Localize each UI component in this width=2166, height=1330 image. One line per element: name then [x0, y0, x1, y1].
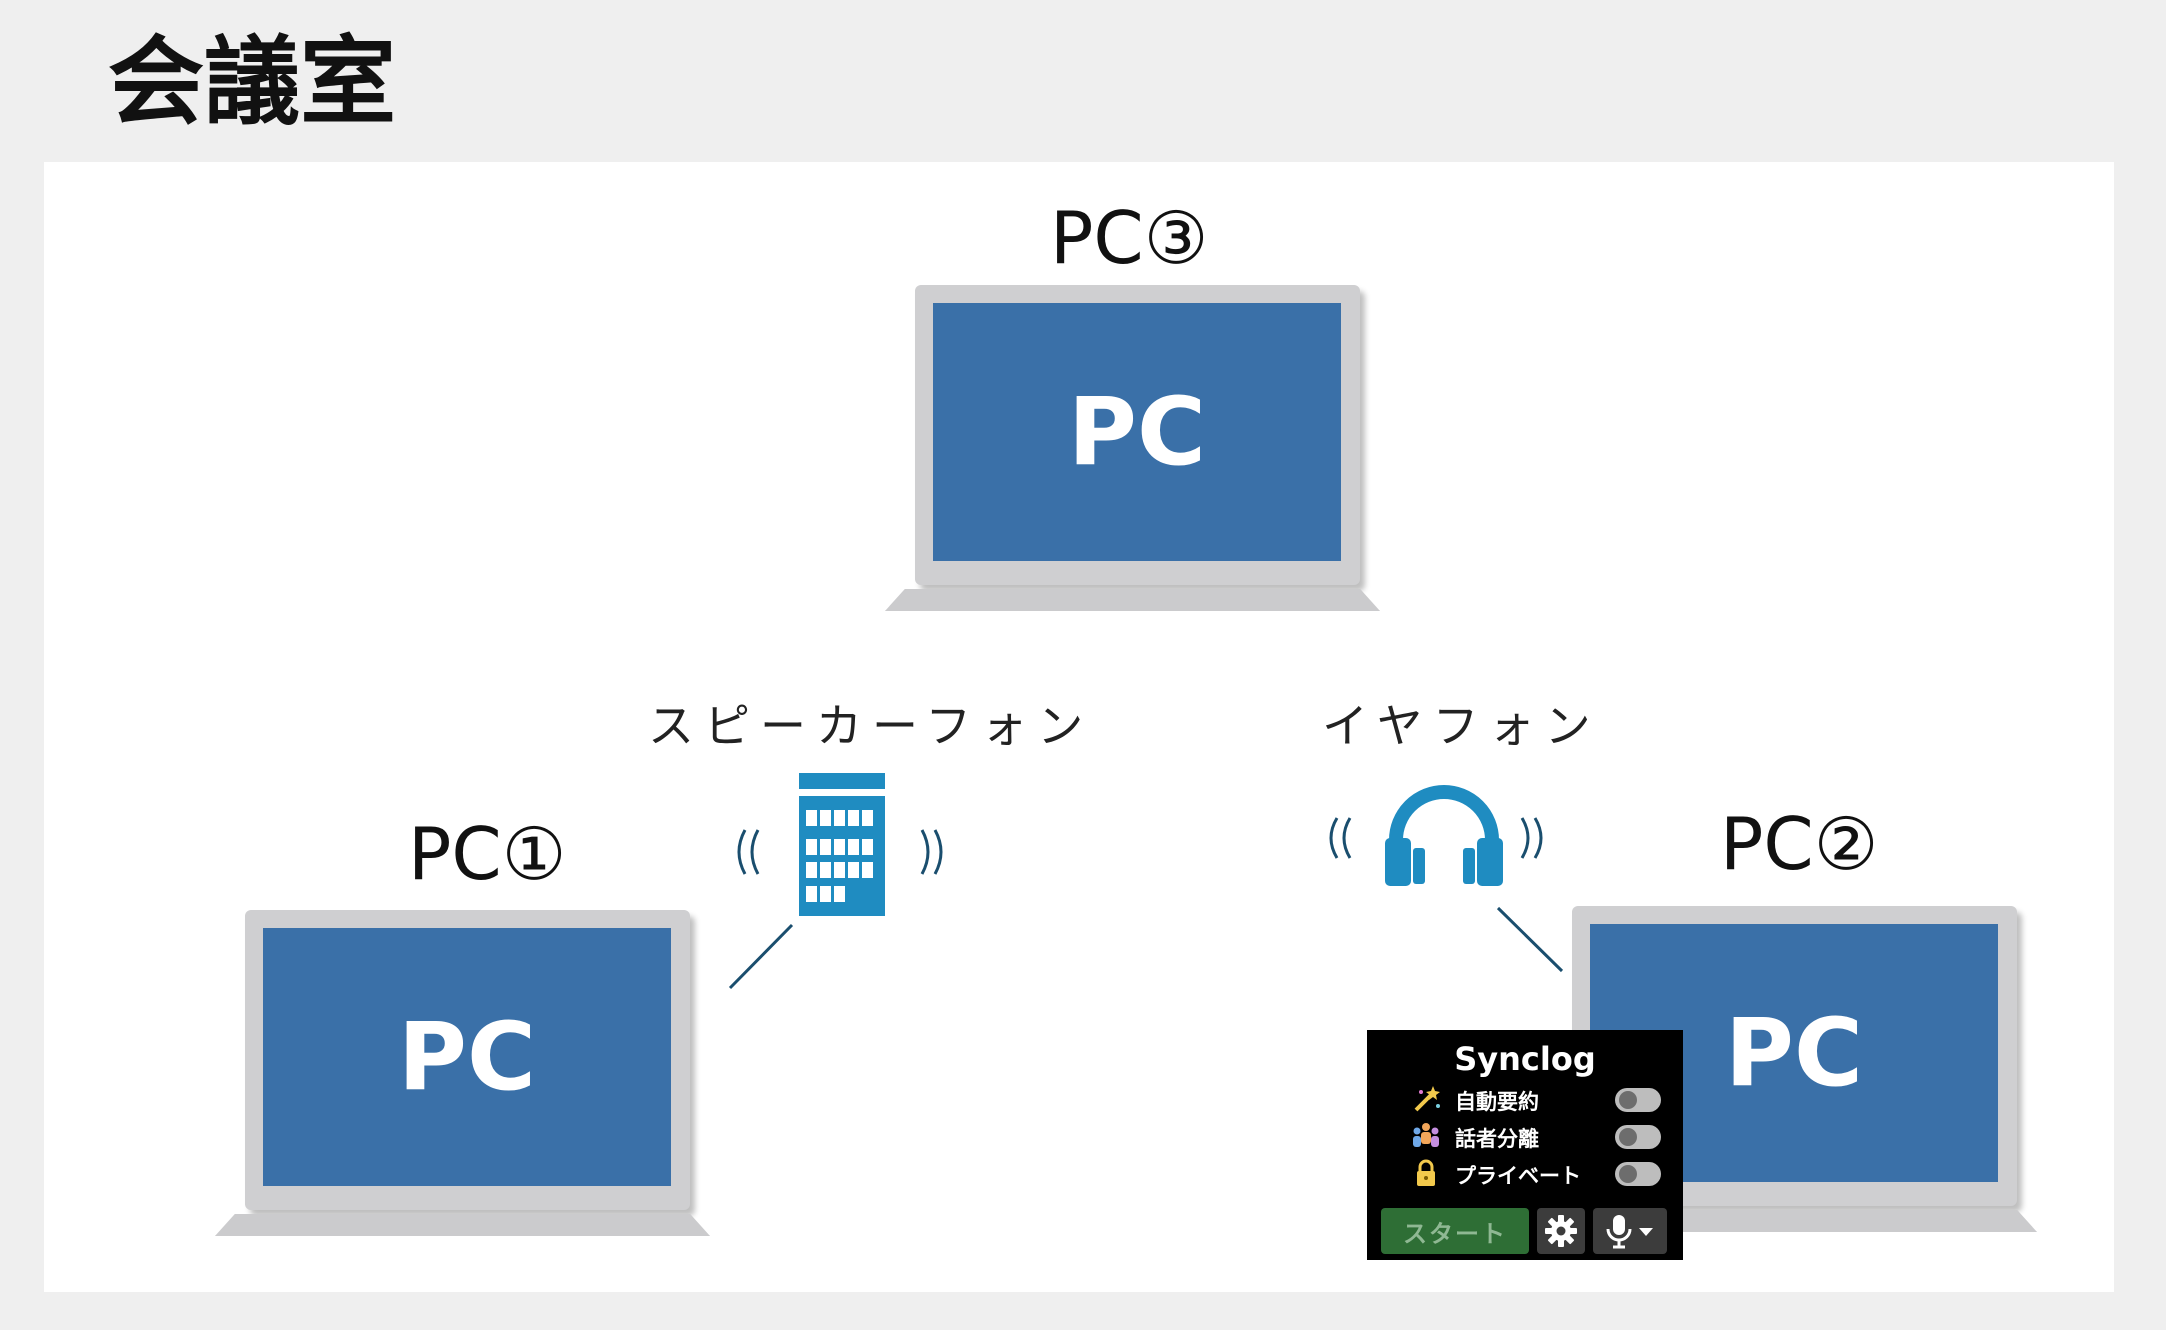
- private-toggle[interactable]: [1615, 1162, 1661, 1186]
- lock-icon: [1417, 1159, 1435, 1186]
- pc3-screen: PC: [933, 303, 1341, 561]
- synclog-widget: Synclog 自動要約 話者分離 プライベート スタート: [1367, 1030, 1683, 1260]
- settings-button[interactable]: [1537, 1208, 1585, 1254]
- toggle-knob: [1619, 1128, 1637, 1146]
- pc3-label: PC③: [1050, 196, 1209, 280]
- pc2-label: PC②: [1720, 802, 1879, 886]
- widget-title: Synclog: [1454, 1040, 1596, 1078]
- pc1-screen: PC: [263, 928, 671, 1186]
- pc1-label: PC①: [408, 812, 567, 896]
- widget-row-label: プライベート: [1455, 1164, 1581, 1188]
- pc3-laptop: PC: [885, 285, 1385, 625]
- earphone-label: イヤフォン: [1322, 699, 1601, 753]
- earphone-connector: [1496, 906, 1564, 973]
- people-icon: [1413, 1123, 1439, 1147]
- widget-row-label: 話者分離: [1455, 1127, 1539, 1151]
- pc1-laptop: PC: [215, 910, 715, 1250]
- toggle-knob: [1619, 1165, 1637, 1183]
- start-button[interactable]: スタート: [1381, 1208, 1529, 1254]
- page-title: 会議室: [108, 26, 396, 138]
- pc1-base: [215, 1214, 710, 1236]
- gear-icon: [1545, 1215, 1577, 1247]
- microphone-icon: [1606, 1215, 1653, 1249]
- speakerphone-icon: [799, 773, 885, 916]
- toggle-knob: [1619, 1091, 1637, 1109]
- diarization-toggle[interactable]: [1615, 1125, 1661, 1149]
- speakerphone-label: スピーカーフォン: [648, 699, 1094, 753]
- widget-row-private: プライベート: [1411, 1156, 1661, 1190]
- speakerphone-sound-waves: [737, 829, 943, 875]
- speakerphone-connector: [728, 923, 794, 990]
- magic-wand-icon: [1414, 1086, 1440, 1112]
- summary-toggle[interactable]: [1615, 1088, 1661, 1112]
- chevron-down-icon: [1639, 1228, 1653, 1236]
- widget-row-summary: 自動要約: [1411, 1082, 1661, 1116]
- headphones-icon: [1385, 785, 1503, 886]
- microphone-button[interactable]: [1593, 1208, 1667, 1254]
- headphones-sound-waves: [1329, 817, 1543, 859]
- widget-row-diarization: 話者分離: [1411, 1119, 1661, 1153]
- widget-row-label: 自動要約: [1455, 1090, 1539, 1114]
- pc3-base: [885, 589, 1380, 611]
